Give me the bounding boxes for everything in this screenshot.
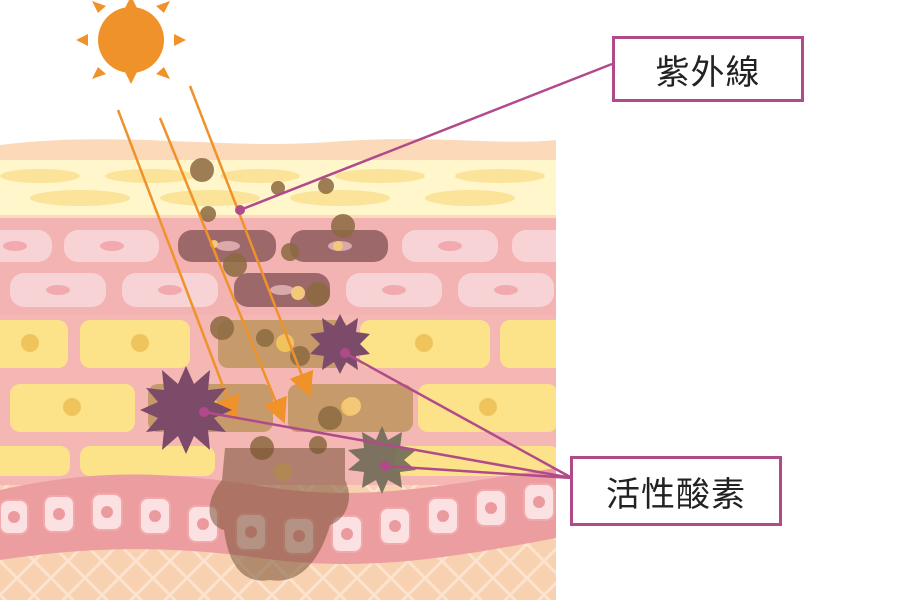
sun-icon [76, 0, 186, 84]
uv-rays [116, 85, 314, 424]
reactive-oxygen-label: 活性酸素 [570, 456, 782, 526]
ros-leader-line [344, 351, 573, 480]
leader-dots [199, 205, 390, 471]
uv-label: 紫外線 [612, 36, 804, 102]
uv-ray [188, 85, 314, 398]
ros-leader-line [203, 410, 573, 480]
ros-leader-line [384, 464, 573, 480]
ros-star-large [140, 366, 232, 454]
ros-star-lower [348, 426, 416, 494]
uv-ray [116, 109, 240, 422]
leader-lines [203, 62, 613, 480]
corneum-cells [0, 169, 545, 206]
uv-ray [158, 117, 287, 424]
skin-block [0, 139, 556, 600]
uv-leader-line [239, 62, 613, 212]
melanocyte [209, 448, 350, 581]
